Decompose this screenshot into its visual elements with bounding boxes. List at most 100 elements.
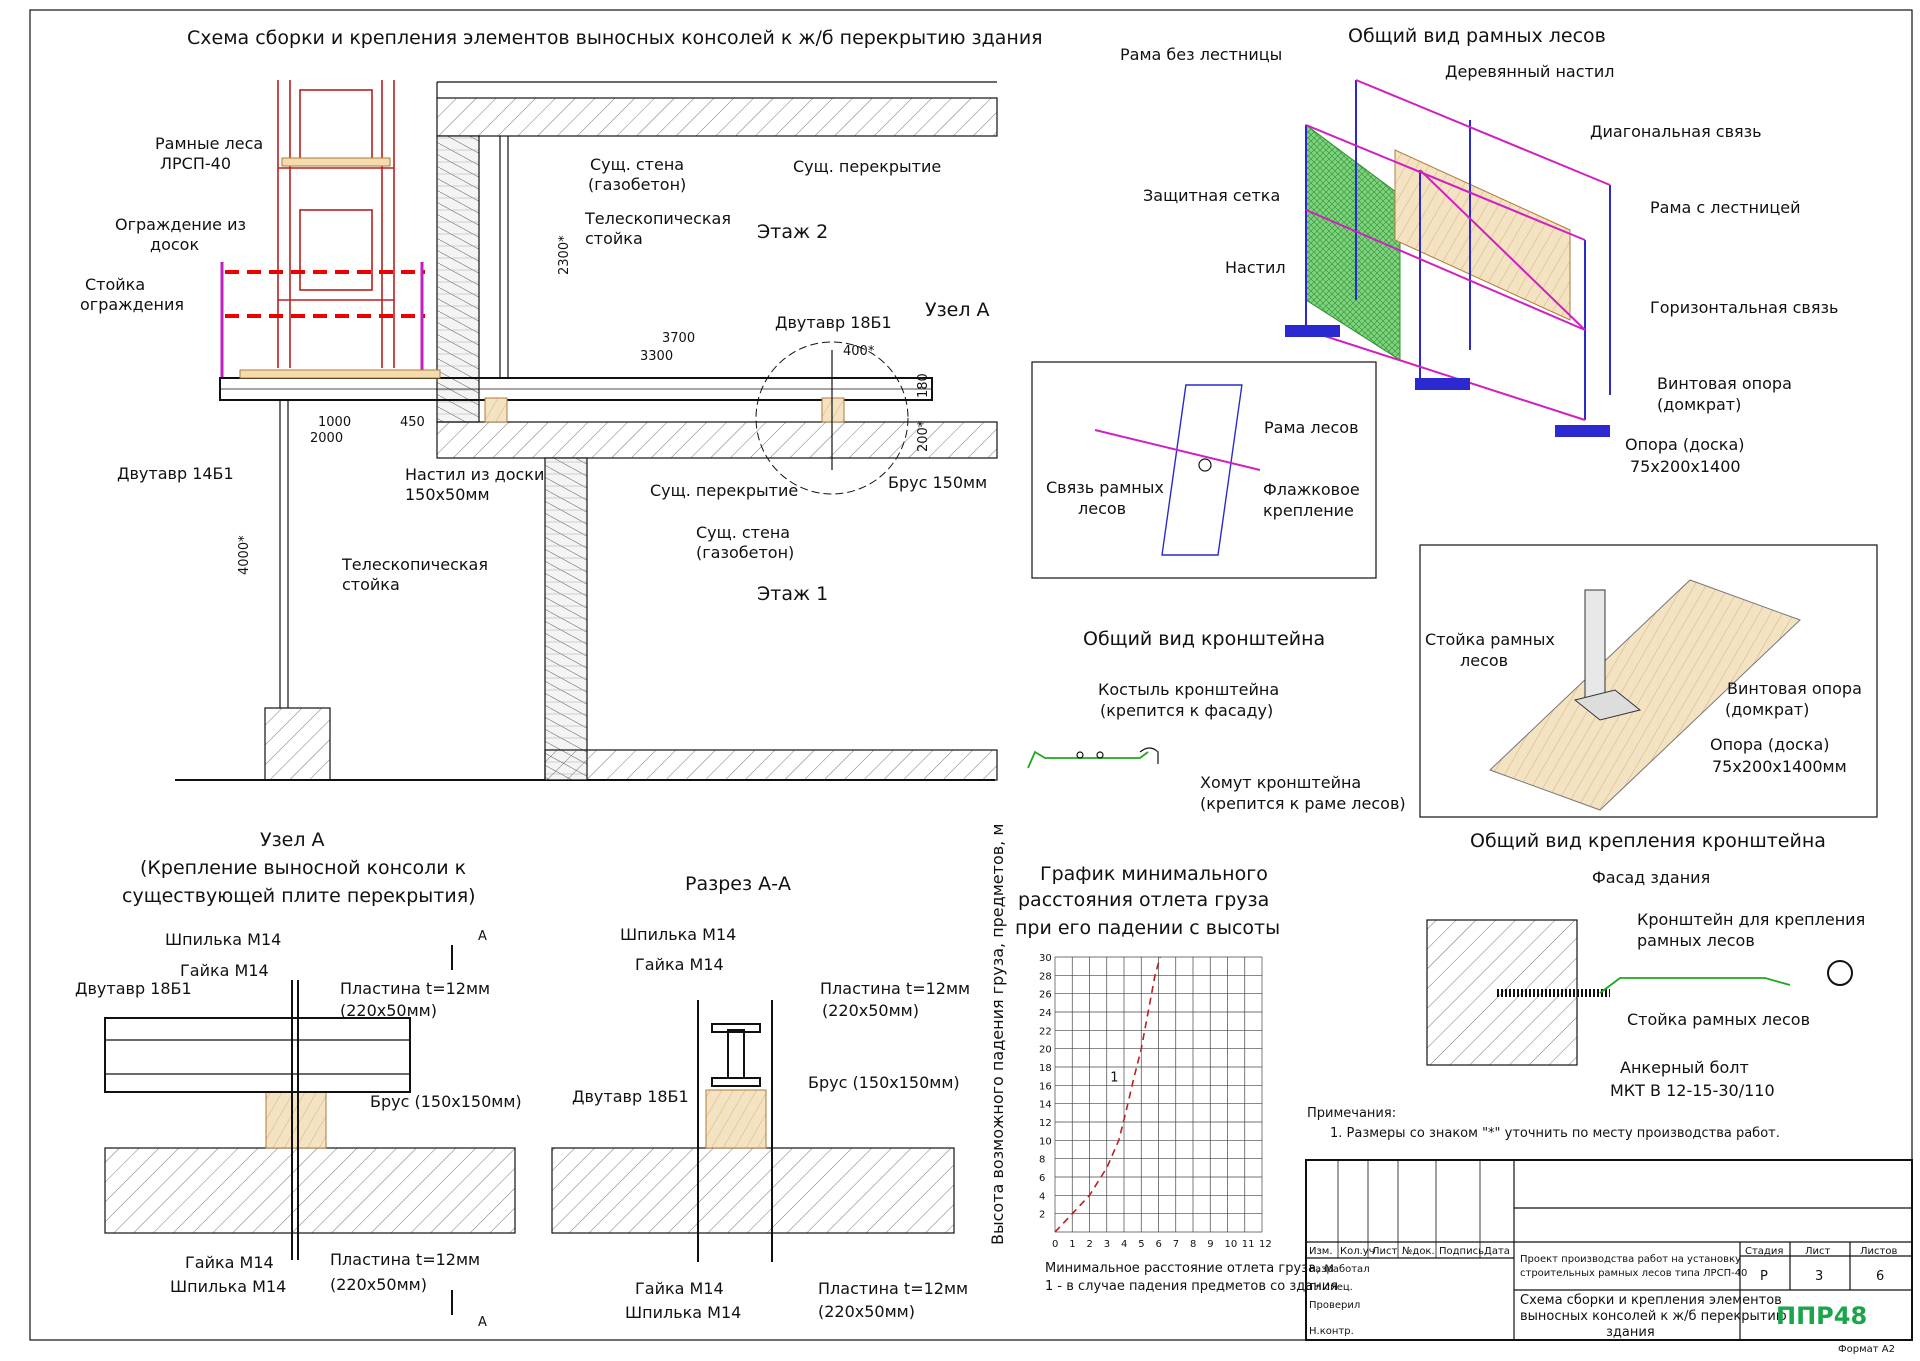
na-plate-top-2: (220х50мм): [340, 1001, 437, 1020]
section-timber: [705, 1089, 767, 1149]
dim-2000: 2000: [310, 431, 343, 446]
graph-x-tick: 6: [1156, 1239, 1162, 1250]
label-flag-1: Флажковое: [1263, 480, 1360, 499]
dim-1000: 1000: [318, 415, 351, 430]
label-support-screw-1: Винтовая опора: [1727, 679, 1862, 698]
graph-series-marker: 1: [1110, 1070, 1118, 1085]
deck-boards: [239, 369, 441, 379]
sa-ibeam: Двутавр 18Б1: [572, 1087, 689, 1106]
bracket-view: Общий вид кронштейна Костыль кронштейна …: [1027, 628, 1406, 813]
bracket-view-title: Общий вид кронштейна: [1083, 628, 1325, 650]
label-clamp-2: (крепится к раме лесов): [1200, 794, 1406, 813]
graph-x-tick: 3: [1104, 1239, 1110, 1250]
stamp-h-data: Дата: [1484, 1246, 1510, 1257]
base-board-3: [1555, 425, 1610, 437]
dim-450: 450: [400, 415, 425, 430]
graph-y-tick: 20: [1039, 1045, 1052, 1056]
section-aa-title: Разрез А-А: [685, 873, 791, 895]
stamp-r-glspec: Гл.спец.: [1309, 1282, 1353, 1293]
label-node-a: Узел А: [925, 299, 990, 321]
stamp-stage: Р: [1760, 1269, 1768, 1284]
stamp-h-koluch: Кол.уч: [1340, 1246, 1375, 1257]
stamp-sheets: 6: [1876, 1269, 1884, 1284]
top-slab: [436, 97, 998, 137]
label-diag: Диагональная связь: [1590, 122, 1762, 141]
sa-stud-bot: Шпилька М14: [625, 1303, 741, 1322]
graph-y-tick: 28: [1039, 971, 1052, 982]
notes-head: Примечания:: [1307, 1106, 1396, 1121]
label-mount-bracket-2: рамных лесов: [1637, 931, 1755, 950]
graph-x-tick: 10: [1225, 1239, 1238, 1250]
label-anchor-2: МКТ В 12-15-30/110: [1610, 1081, 1775, 1100]
stamp-r-razrab: Разработал: [1309, 1264, 1370, 1275]
mount-view-title: Общий вид крепления кронштейна: [1470, 830, 1826, 852]
graph-y-tick: 22: [1039, 1026, 1052, 1037]
graph-y-tick: 26: [1039, 990, 1052, 1001]
stamp-h-sheet: Лист: [1805, 1246, 1831, 1257]
dim-400: 400*: [843, 344, 875, 359]
stamp-h-sheets: Листов: [1860, 1246, 1897, 1257]
graph-x-tick: 9: [1207, 1239, 1213, 1250]
label-floor-1: Этаж 1: [757, 583, 828, 605]
label-support-board-2: 75х200х1400мм: [1712, 757, 1847, 776]
graph-x-tick: 2: [1087, 1239, 1093, 1250]
notes-block: Примечания: 1. Размеры со знаком "*" уто…: [1307, 1106, 1780, 1141]
graph-series-line: [1054, 956, 1161, 1233]
bottom-slab: [544, 749, 998, 781]
label-deck-2: 150х50мм: [405, 485, 490, 504]
label-flag-frame: Рама лесов: [1264, 418, 1359, 437]
dim-3700: 3700: [662, 331, 695, 346]
label-exist-floor-mid: Сущ. перекрытие: [650, 481, 798, 500]
frame-view-title: Общий вид рамных лесов: [1348, 25, 1606, 47]
main-title: Схема сборки и крепления элементов вынос…: [187, 27, 1043, 49]
node-a-circle: [755, 341, 909, 495]
graph-ylabel: Высота возможного падения груза, предмет…: [988, 824, 1007, 1245]
base-board-1: [1285, 325, 1340, 337]
label-support-screw-2: (домкрат): [1725, 700, 1809, 719]
graph-x-tick: 1: [1069, 1239, 1075, 1250]
label-facade: Фасад здания: [1592, 868, 1710, 887]
label-support-post-1: Стойка рамных: [1425, 630, 1555, 649]
flag-detail: Рама лесов Связь рамных лесов Флажковое …: [1031, 361, 1377, 579]
label-floor-2: Этаж 2: [757, 221, 828, 243]
na-nut-bot: Гайка М14: [185, 1253, 274, 1272]
mount-bracket: [1599, 977, 1791, 994]
stamp-h-izm: Изм.: [1309, 1246, 1333, 1257]
label-deck: Настил: [1225, 258, 1286, 277]
lower-wall: [544, 457, 588, 781]
stamp-title-1: Схема сборки и крепления элементов: [1520, 1293, 1782, 1308]
graph-y-tick: 24: [1039, 1008, 1052, 1019]
label-frame-scaffold-1: Рамные леса: [155, 134, 263, 153]
stamp-sheet: 3: [1815, 1269, 1823, 1284]
label-ibeam-14: Двутавр 14Б1: [117, 464, 234, 483]
graph-x-tick: 8: [1190, 1239, 1196, 1250]
node-a-ibeam: [104, 1017, 411, 1093]
dim-200: 200*: [916, 420, 931, 452]
stamp-h-list: Лист: [1372, 1246, 1398, 1257]
sa-stud-top: Шпилька М14: [620, 925, 736, 944]
flag-detail-frame: [1031, 361, 1377, 579]
na-plate-bot-2: (220х50мм): [330, 1275, 427, 1294]
label-fence-1: Ограждение из: [115, 215, 246, 234]
graph-y-tick: 8: [1039, 1155, 1045, 1166]
sa-timber: Брус (150х150мм): [808, 1073, 960, 1092]
fall-distance-graph: График минимального расстояния отлета гр…: [988, 824, 1338, 1294]
stamp-h-podp: Подпись: [1439, 1246, 1484, 1257]
section-slab: [551, 1147, 955, 1234]
label-telescopic-2: стойка: [342, 575, 400, 594]
na-stud-bot: Шпилька М14: [170, 1277, 286, 1296]
label-wood-deck: Деревянный настил: [1445, 62, 1614, 81]
label-telescopic-1: Телескопическая: [341, 555, 488, 574]
na-cut-a-top: А: [478, 929, 487, 944]
mid-slab: [436, 421, 998, 459]
node-a-view: Узел А (Крепление выносной консоли к сущ…: [75, 829, 522, 1330]
dim-3300: 3300: [640, 349, 673, 364]
label-support-post-2: лесов: [1460, 651, 1508, 670]
graph-y-tick: 6: [1039, 1173, 1045, 1184]
graph-y-tick: 12: [1039, 1118, 1052, 1129]
label-ibeam-18: Двутавр 18Б1: [775, 313, 892, 332]
scaffold-frames: [277, 80, 395, 368]
label-exist-wall-2: (газобетон): [588, 175, 686, 194]
